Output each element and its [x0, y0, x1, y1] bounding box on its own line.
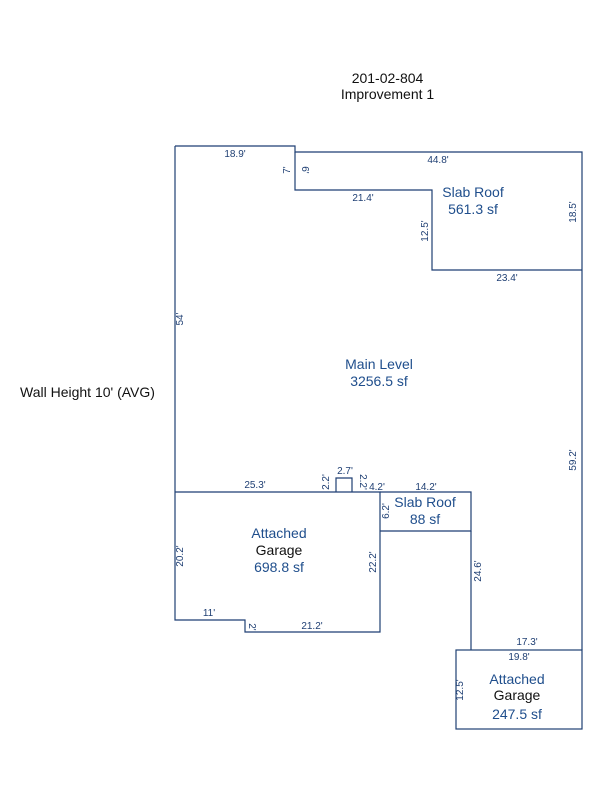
dim-notch-a: 7'	[282, 166, 293, 174]
dim-lower-vertical: 24.6'	[473, 560, 484, 581]
dim-right-upper: 18.5'	[568, 201, 579, 222]
dim-slab2-left: 6.2'	[381, 503, 392, 519]
dim-right-main: 59.2'	[568, 449, 579, 470]
slab-roof-lower-size: 88 sf	[410, 511, 440, 527]
dim-top-right: 44.8'	[427, 155, 448, 166]
slab-roof-upper-outline	[294, 152, 582, 271]
dim-garage2-top-inner: 19.8'	[508, 652, 529, 663]
dim-garage-left: 20.2'	[175, 545, 186, 566]
garage-left-name-1: Attached	[251, 525, 306, 541]
dim-bump-left: 2.2'	[321, 474, 332, 490]
slab-roof-lower-name: Slab Roof	[394, 494, 456, 510]
dim-left-main: 54'	[175, 312, 186, 325]
dim-garage-top: 25.3'	[244, 480, 265, 491]
garage-right-name-1: Attached	[489, 671, 544, 687]
garage-right-name-2: Garage	[494, 687, 541, 703]
dim-inner-bottom: 23.4'	[496, 273, 517, 284]
main-outline	[174, 145, 583, 650]
slab-roof-lower-outline	[380, 491, 472, 532]
dim-garage-step: 2'	[246, 623, 257, 631]
improvement-label: Improvement 1	[340, 86, 435, 102]
dim-slab2-top: 14.2'	[415, 482, 436, 493]
garage-right-outline	[455, 649, 583, 730]
dim-step-small: 4.2'	[369, 482, 385, 493]
main-level-name: Main Level	[345, 356, 413, 372]
dim-bump-right: 2.2'	[357, 474, 368, 490]
dim-notch-b: 6'	[299, 166, 310, 174]
dim-inner-vertical: 12.5'	[420, 220, 431, 241]
dim-garage2-top-outer: 17.3'	[516, 637, 537, 648]
slab-roof-upper-size: 561.3 sf	[448, 201, 498, 217]
garage-left-size: 698.8 sf	[254, 559, 304, 575]
dim-garage-bottom-left: 11'	[203, 608, 215, 619]
dim-garage-bottom-right: 21.2'	[301, 621, 322, 632]
main-level-size: 3256.5 sf	[350, 373, 408, 389]
wall-height-note: Wall Height 10' (AVG)	[20, 384, 155, 400]
dim-garage2-left: 12.5'	[455, 679, 466, 700]
dim-garage-right: 22.2'	[368, 551, 379, 572]
slab-roof-upper-name: Slab Roof	[442, 184, 504, 200]
parcel-id: 201-02-804	[351, 70, 424, 86]
dim-inner-top: 21.4'	[352, 193, 373, 204]
dim-top-left: 18.9'	[224, 149, 245, 160]
garage-right-size: 247.5 sf	[492, 706, 542, 722]
dim-bump-top: 2.7'	[337, 466, 353, 477]
garage-left-name-2: Garage	[256, 542, 303, 558]
